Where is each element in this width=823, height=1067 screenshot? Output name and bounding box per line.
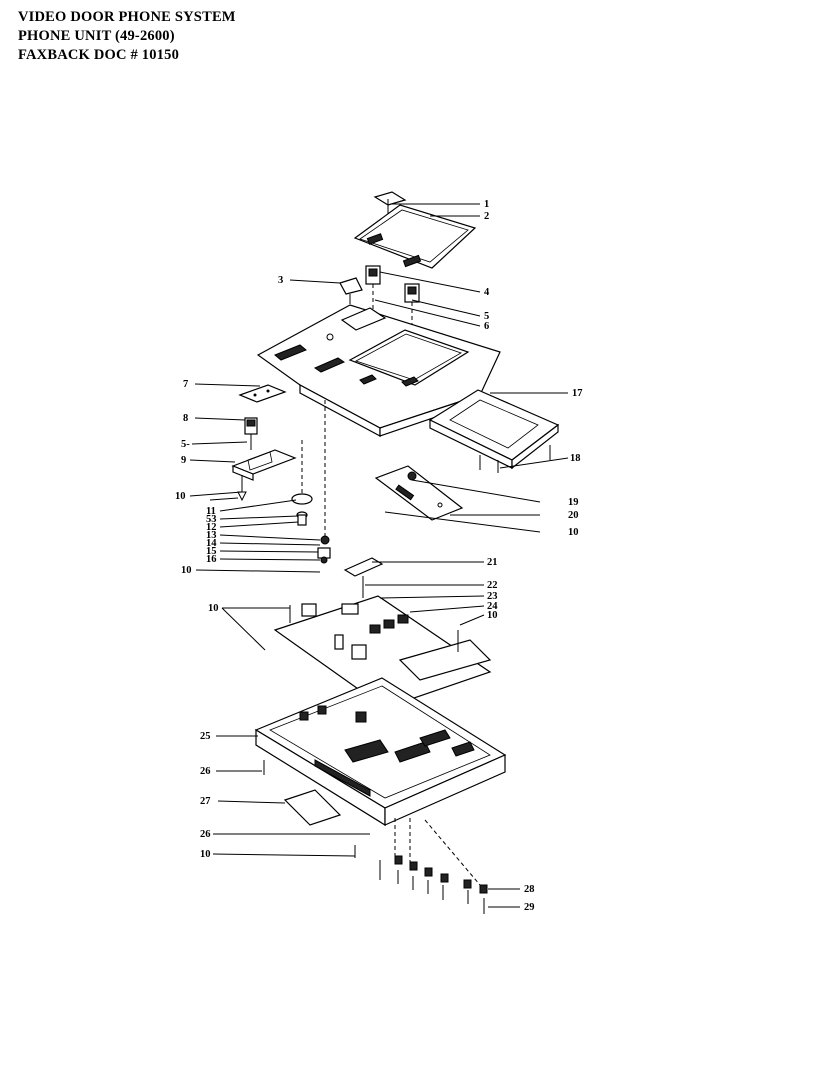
- callout-16: 16: [206, 554, 217, 565]
- part-27-pad: [283, 789, 342, 826]
- header-doc-number: FAXBACK DOC # 10150: [18, 47, 180, 63]
- callout-2: 2: [484, 211, 489, 222]
- callout-10-e: 10: [208, 603, 219, 614]
- bottom-screws: [263, 760, 488, 914]
- bottom-base: [254, 677, 507, 827]
- callout-8: 8: [183, 413, 188, 424]
- callout-5-lower: 5-: [181, 439, 190, 450]
- callout-11: 11: [206, 506, 216, 517]
- callout-6: 6: [484, 321, 489, 332]
- callout-1: 1: [484, 199, 489, 210]
- callout-19: 19: [568, 497, 579, 508]
- callout-25: 25: [200, 731, 211, 742]
- document-header: VIDEO DOOR PHONE SYSTEM PHONE UNIT (49-2…: [18, 8, 236, 65]
- callout-5: 5: [484, 311, 489, 322]
- part-2-cover-plate: [353, 204, 477, 269]
- callout-28: 28: [524, 884, 535, 895]
- callout-labels: 1 2 3 4 5 6 7 8 5- 9 10 11 53 12 13 14 1…: [175, 199, 583, 913]
- leader-lines: [189, 203, 569, 908]
- part-17-frame: [428, 389, 560, 470]
- callout-23: 23: [487, 591, 498, 602]
- callout-3: 3: [278, 275, 283, 286]
- callout-9: 9: [181, 455, 186, 466]
- callout-24: 24: [487, 601, 498, 612]
- header-title: VIDEO DOOR PHONE SYSTEM: [18, 9, 236, 25]
- callout-4: 4: [484, 287, 490, 298]
- callout-29: 29: [524, 902, 535, 913]
- part-4-switches: [365, 265, 420, 360]
- callout-10-c: 10: [568, 527, 579, 538]
- main-pcb: [273, 595, 492, 709]
- part-18-screws: [479, 445, 551, 473]
- callout-26-a: 26: [200, 766, 211, 777]
- part-20-pcb: [374, 465, 464, 521]
- callout-27: 27: [200, 796, 211, 807]
- callout-10-b: 10: [181, 565, 192, 576]
- callout-15: 15: [206, 546, 217, 557]
- callout-21: 21: [487, 557, 498, 568]
- part-1-clip: [373, 191, 407, 215]
- callout-53: 53: [206, 514, 217, 525]
- callout-17: 17: [572, 388, 583, 399]
- callout-10-d: 10: [487, 610, 498, 621]
- callout-18: 18: [570, 453, 581, 464]
- callout-26-b: 26: [200, 829, 211, 840]
- header-model: PHONE UNIT (49-2600): [18, 28, 175, 44]
- callout-13: 13: [206, 530, 217, 541]
- parts-11-to-16-assembly: [291, 400, 331, 564]
- callout-10-a: 10: [175, 491, 186, 502]
- callout-7: 7: [183, 379, 188, 390]
- callout-14: 14: [206, 538, 217, 549]
- callout-10-f: 10: [200, 849, 211, 860]
- callout-20: 20: [568, 510, 579, 521]
- part-7-bracket: [238, 384, 287, 403]
- part-8-switch: [244, 417, 258, 450]
- part-3-hook: [339, 277, 363, 304]
- part-21-bracket: [343, 557, 384, 598]
- part-9-bracket: [231, 449, 297, 502]
- callout-12: 12: [206, 522, 217, 533]
- callout-22: 22: [487, 580, 498, 591]
